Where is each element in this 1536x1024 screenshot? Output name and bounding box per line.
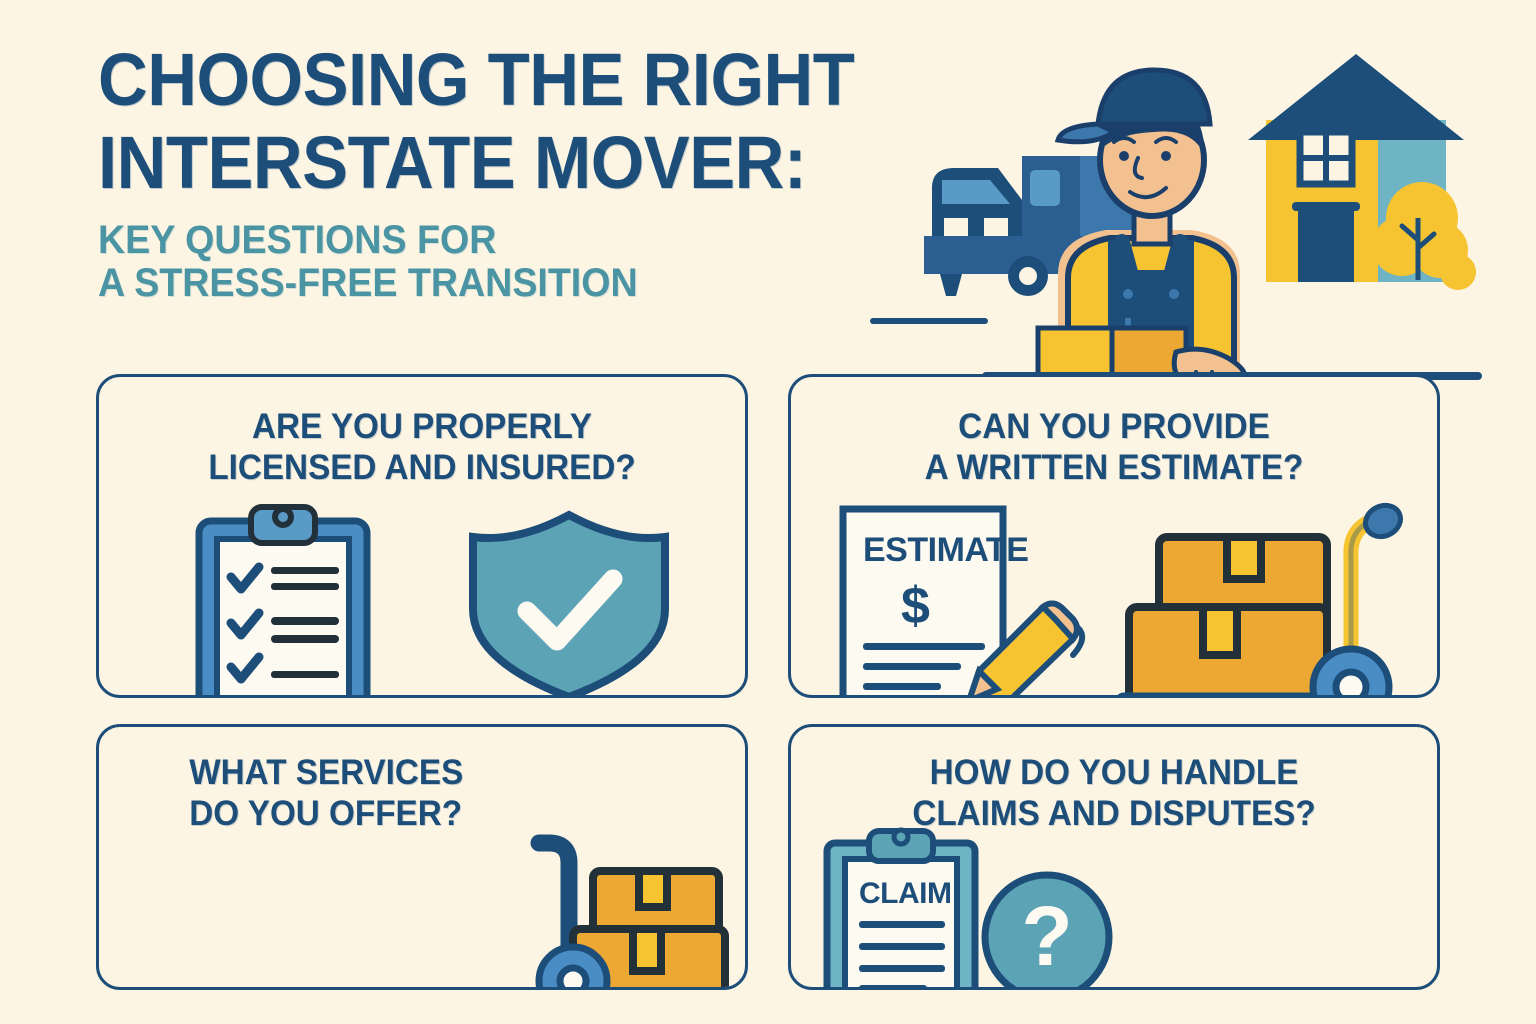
page-subtitle-line-1: KEY QUESTIONS FOR [98, 218, 497, 263]
question-card-claims-disputes[interactable]: HOW DO YOU HANDLE CLAIMS AND DISPUTES? C… [788, 724, 1440, 990]
dollar-symbol: $ [901, 577, 930, 635]
card-illustration [99, 785, 745, 987]
page-subtitle-line-2: A STRESS-FREE TRANSITION [98, 261, 638, 306]
question-mark-circle-icon: ? [981, 871, 1113, 987]
card-title: CAN YOU PROVIDE A WRITTEN ESTIMATE? [924, 407, 1304, 487]
card-title: ARE YOU PROPERLY LICENSED AND INSURED? [208, 407, 636, 487]
tree-icon [1372, 182, 1476, 290]
page-title-line-1: CHOOSING THE RIGHT [98, 38, 855, 121]
card-illustration [99, 499, 745, 695]
page-subtitle: KEY QUESTIONS FOR A STRESS-FREE TRANSITI… [98, 218, 1058, 306]
card-illustration: ESTIMATE $ [791, 495, 1437, 695]
card-illustration: CLAIM ? [791, 827, 1437, 987]
header: CHOOSING THE RIGHT INTERSTATE MOVER: KEY… [98, 38, 1058, 306]
claim-heading: CLAIM [859, 877, 951, 910]
estimate-heading: ESTIMATE [863, 531, 1028, 569]
question-card-services-offered[interactable]: WHAT SERVICES DO YOU OFFER? [96, 724, 748, 990]
page-title-line-2: INTERSTATE MOVER: [98, 120, 807, 204]
shield-check-icon [469, 510, 669, 695]
hand-truck-boxes-icon [530, 834, 729, 987]
card-title: WHAT SERVICES DO YOU OFFER? [189, 753, 464, 833]
claim-clipboard-icon: CLAIM [823, 827, 979, 987]
question-card-written-estimate[interactable]: CAN YOU PROVIDE A WRITTEN ESTIMATE? ESTI… [788, 374, 1440, 698]
house-icon [1248, 54, 1464, 282]
cardboard-box-icon [1035, 325, 1189, 380]
question-card-licensed-insured[interactable]: ARE YOU PROPERLY LICENSED AND INSURED? [96, 374, 748, 698]
clipboard-checklist-icon [195, 504, 371, 695]
mover-illustration [862, 28, 1482, 380]
estimate-document-icon: ESTIMATE $ [839, 505, 1029, 695]
pencil-icon [967, 600, 1086, 695]
question-glyph: ? [1021, 889, 1072, 983]
card-title: HOW DO YOU HANDLE CLAIMS AND DISPUTES? [912, 753, 1316, 833]
hand-truck-boxes-icon [1117, 502, 1404, 695]
